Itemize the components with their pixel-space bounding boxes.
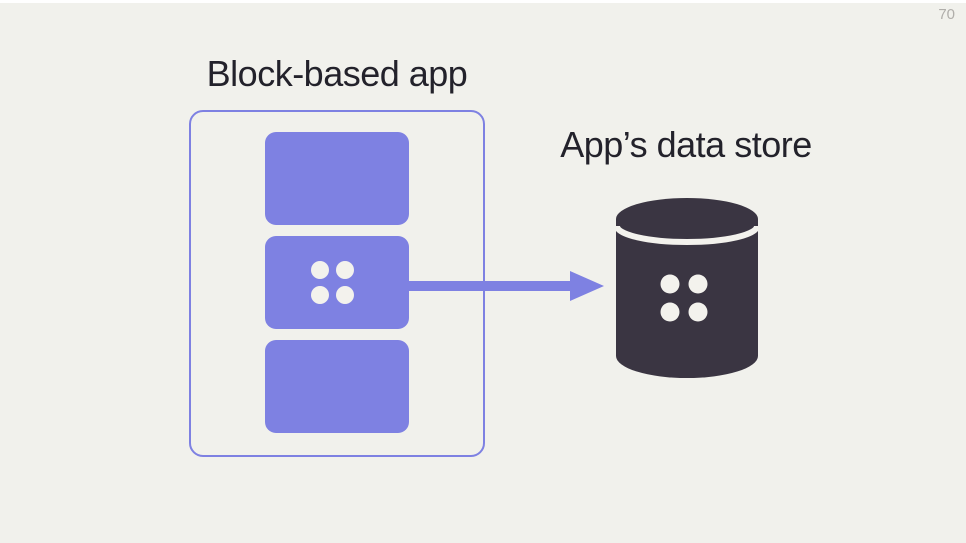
- block-app-title: Block-based app: [206, 53, 468, 94]
- dot: [335, 286, 354, 304]
- top-strip: [0, 0, 966, 3]
- arrow-right-icon: [408, 281, 576, 291]
- app-block-top: [265, 132, 409, 225]
- dot: [310, 286, 329, 304]
- app-block-bottom: [265, 340, 409, 433]
- dot: [310, 261, 329, 279]
- dots-grid-icon: [310, 261, 354, 304]
- app-block-middle: [265, 236, 409, 329]
- database-icon: [616, 198, 758, 378]
- data-store-label: App’s data store: [560, 124, 812, 165]
- page-number: 70: [938, 6, 955, 23]
- dot: [335, 261, 354, 279]
- arrow-right-head-icon: [570, 271, 604, 301]
